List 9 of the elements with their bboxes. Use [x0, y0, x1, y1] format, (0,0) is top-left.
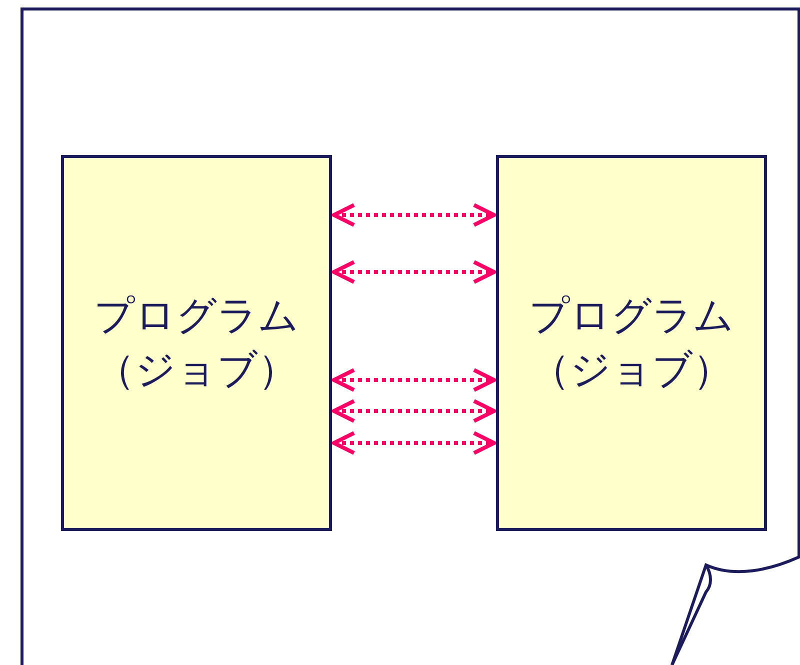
- arrow: [332, 203, 496, 227]
- box-label: プログラム（ジョブ）: [528, 292, 735, 395]
- arrow: [332, 431, 496, 455]
- box-label: プログラム（ジョブ）: [93, 292, 300, 395]
- arrow: [332, 368, 496, 392]
- program-box: [496, 155, 767, 531]
- arrow: [332, 260, 496, 284]
- program-box: [61, 155, 332, 531]
- arrow: [332, 399, 496, 423]
